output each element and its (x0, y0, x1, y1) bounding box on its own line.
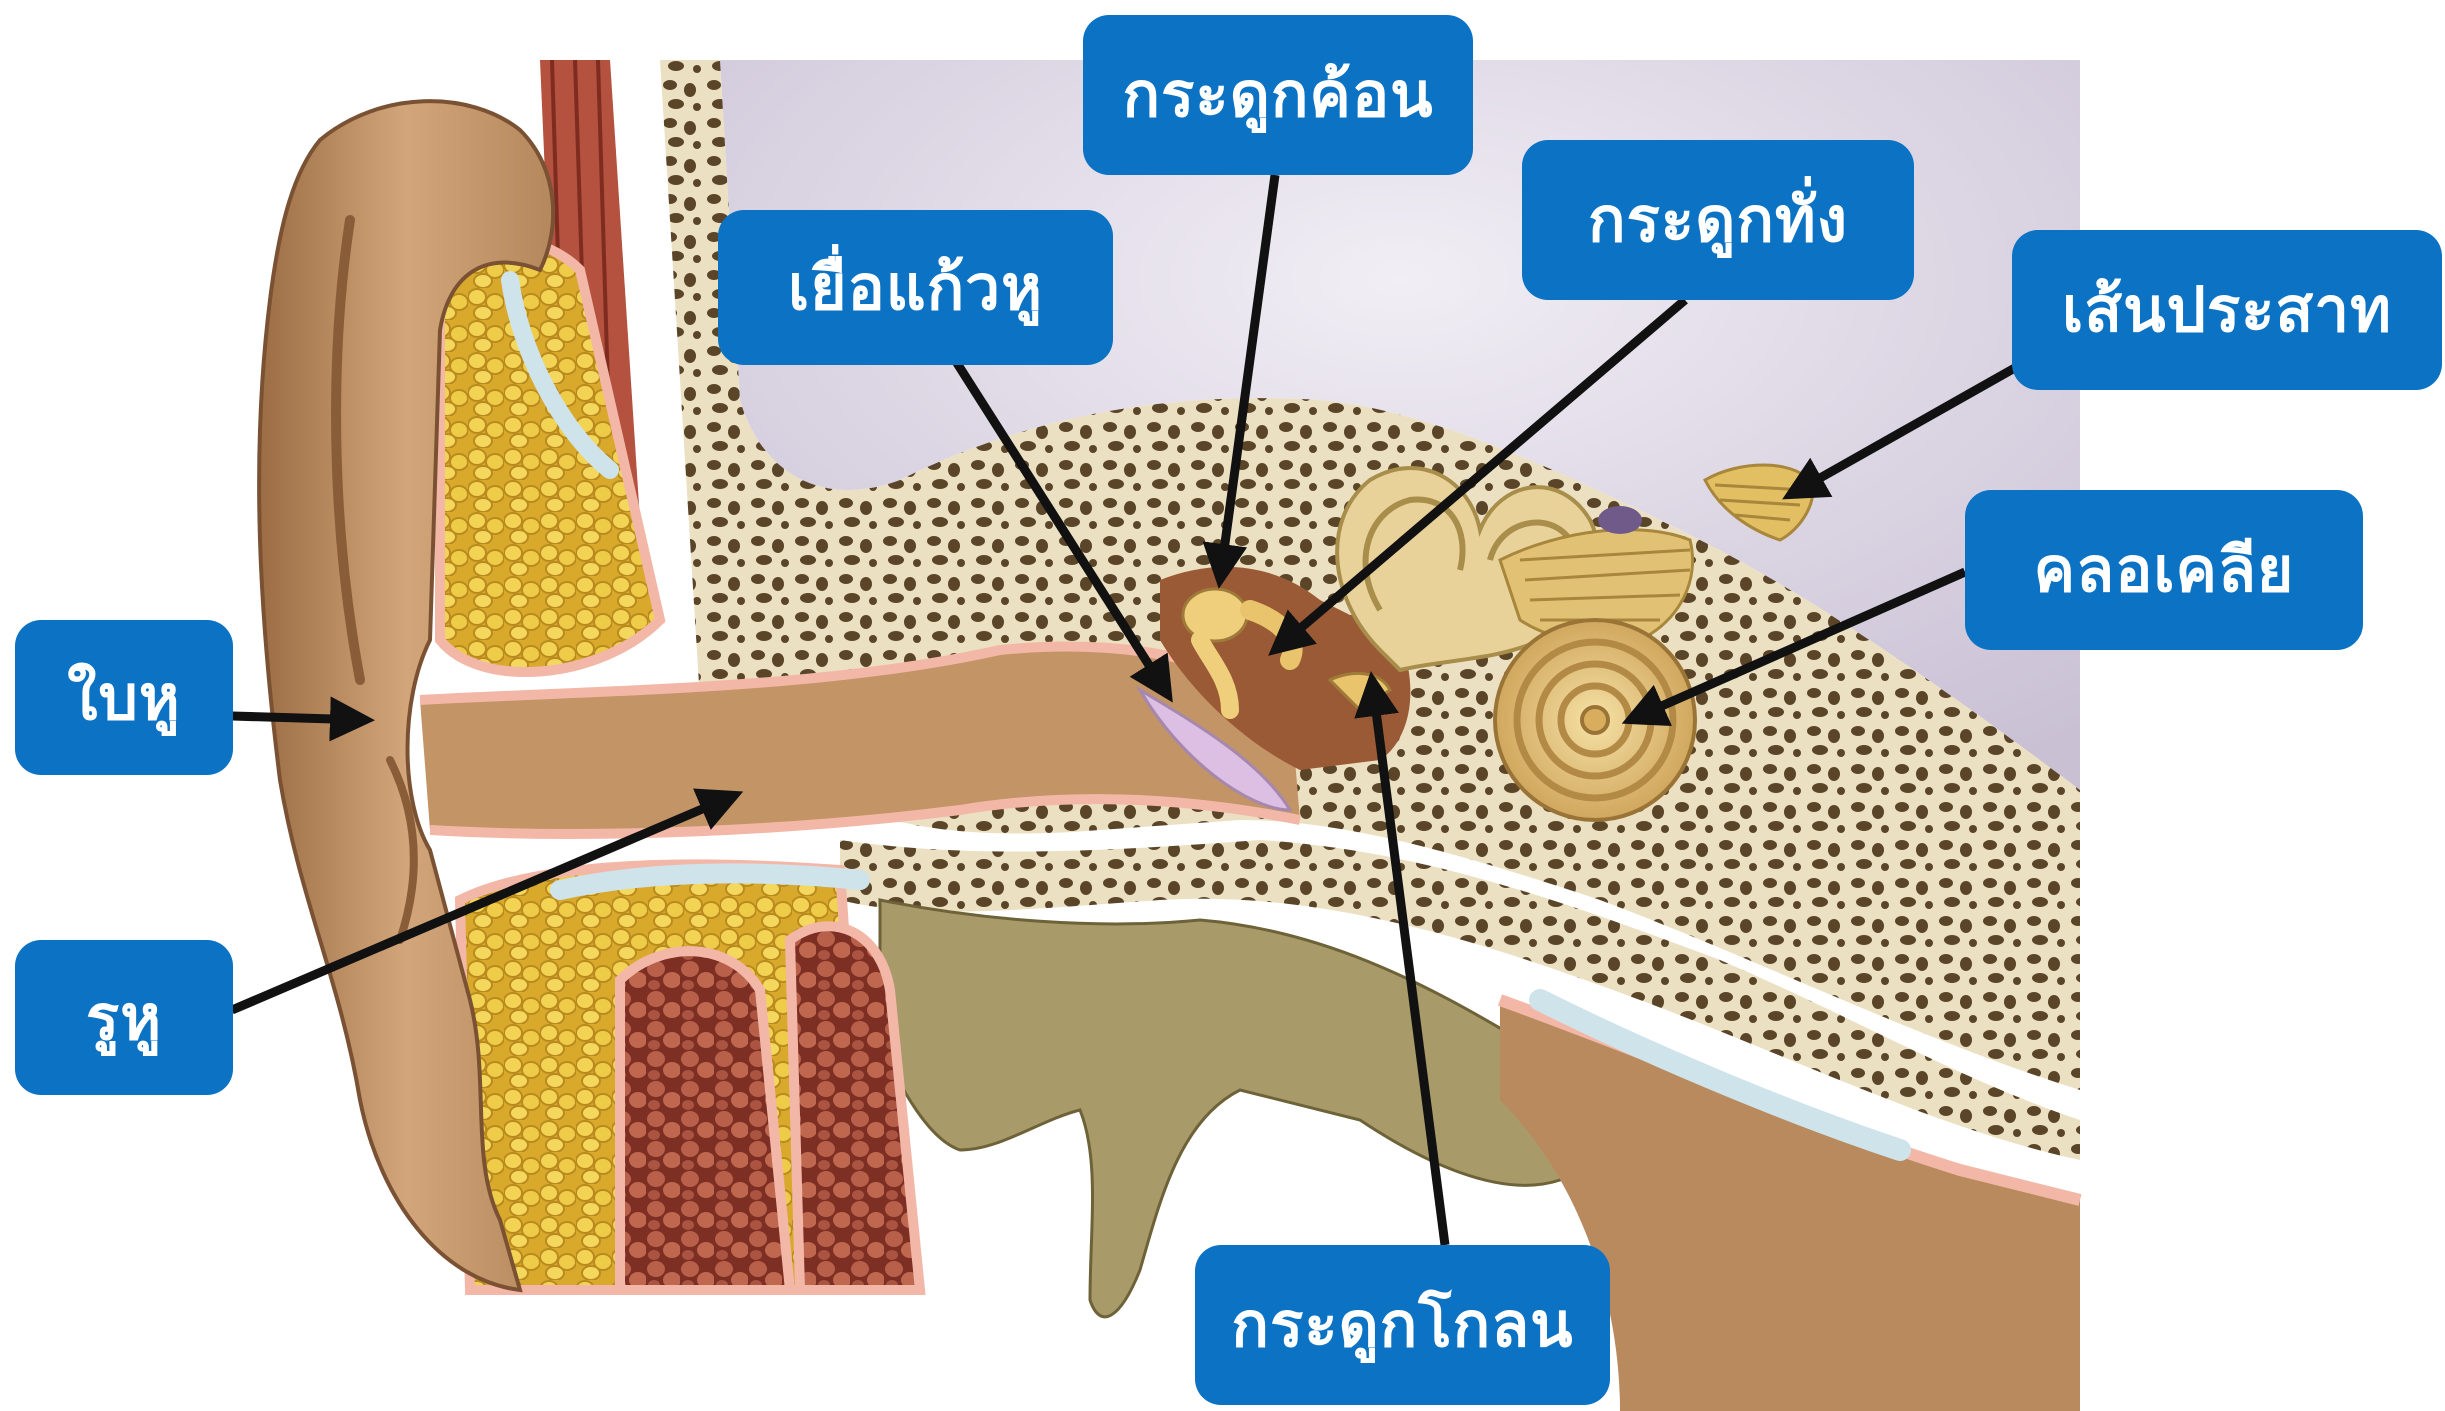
label-incus-text: กระดูกทั่ง (1588, 171, 1848, 269)
label-cochlea-text: คลอเคลีย (2034, 521, 2295, 619)
label-incus: กระดูกทั่ง (1522, 140, 1914, 300)
label-stapes-text: กระดูกโกลน (1231, 1276, 1573, 1374)
label-stapes: กระดูกโกลน (1195, 1245, 1610, 1405)
label-nerve-text: เส้นประสาท (2062, 261, 2392, 359)
label-cochlea: คลอเคลีย (1965, 490, 2363, 650)
label-ear-canal: รูหู (15, 940, 233, 1095)
label-pinna-text: ใบหู (67, 649, 181, 747)
label-eardrum-text: เยื่อแก้วหู (788, 239, 1043, 337)
label-nerve: เส้นประสาท (2012, 230, 2442, 390)
label-eardrum: เยื่อแก้วหู (718, 210, 1113, 365)
label-malleus: กระดูกค้อน (1083, 15, 1473, 175)
label-malleus-text: กระดูกค้อน (1122, 46, 1433, 144)
label-pinna: ใบหู (15, 620, 233, 775)
label-ear-canal-text: รูหู (86, 969, 162, 1067)
